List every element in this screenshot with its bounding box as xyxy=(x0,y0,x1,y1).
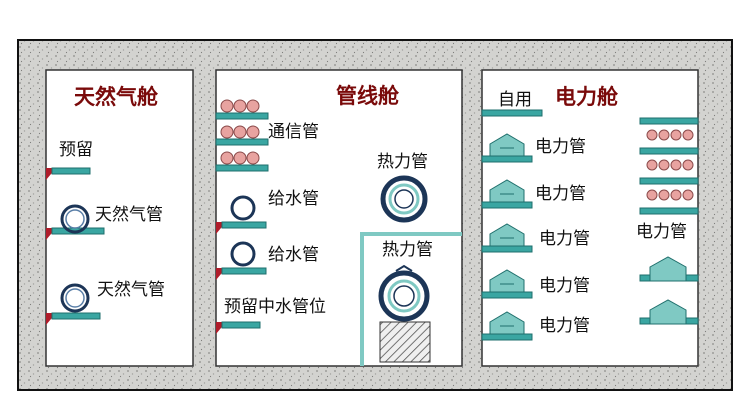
power-tray-2 xyxy=(481,179,533,209)
telecom-tray-3 xyxy=(215,151,269,172)
gas-pipe-label-2: 天然气管 xyxy=(97,280,165,300)
water-bracket-1 xyxy=(216,195,267,234)
power-right-tray-4 xyxy=(639,207,699,215)
water-label-2: 给水管 xyxy=(268,245,319,265)
gas-pipe-1 xyxy=(60,204,90,234)
reserved-bracket xyxy=(216,321,261,334)
power-cable-label-5: 电力管 xyxy=(539,316,590,336)
power-right-tray-1 xyxy=(639,117,699,141)
water-label-1: 给水管 xyxy=(268,189,319,209)
gas-chamber-title: 天然气舱 xyxy=(74,85,159,109)
power-left-trays xyxy=(481,133,533,341)
power-right-tray-6 xyxy=(639,299,699,325)
power-cable-label-4: 电力管 xyxy=(539,276,590,296)
pipeline-chamber-title: 管线舱 xyxy=(336,84,400,108)
telecom-label: 通信管 xyxy=(268,122,319,142)
self-use-label: 自用 xyxy=(498,90,532,110)
power-cable-label-1: 电力管 xyxy=(535,137,586,157)
heat-pipe-support xyxy=(379,321,431,363)
power-right-tray-3 xyxy=(639,177,699,201)
power-tray-4 xyxy=(481,269,533,299)
heat-pipe-1 xyxy=(380,175,428,223)
power-chamber-title: 电力舱 xyxy=(555,85,619,109)
heat-pipe-2 xyxy=(378,264,430,322)
power-cable-label-2: 电力管 xyxy=(535,184,586,204)
power-tray-3 xyxy=(481,223,533,253)
gas-pipe-2 xyxy=(60,283,90,313)
power-tray-1 xyxy=(481,133,533,163)
self-use-tray xyxy=(481,109,543,117)
power-tray-5 xyxy=(481,311,533,341)
power-right-tray-5 xyxy=(639,256,699,282)
gas-bracket-3 xyxy=(46,312,101,325)
power-right-trays xyxy=(639,117,699,325)
heat-pipe-label-2: 热力管 xyxy=(382,240,433,260)
power-right-tray-2 xyxy=(639,147,699,171)
gas-pipe-label-1: 天然气管 xyxy=(95,205,163,225)
reserved-reclaimed-label: 预留中水管位 xyxy=(224,297,326,317)
heat-pipe-frame xyxy=(360,232,462,366)
water-bracket-2 xyxy=(216,241,267,280)
telecom-tray-2 xyxy=(215,125,269,146)
gas-reserved-label: 预留 xyxy=(59,140,93,160)
gas-bracket-1 xyxy=(46,167,91,180)
power-right-label: 电力管 xyxy=(636,222,687,242)
heat-pipe-label-1: 热力管 xyxy=(377,152,428,172)
telecom-tray-1 xyxy=(215,99,269,120)
power-cable-label-3: 电力管 xyxy=(539,229,590,249)
